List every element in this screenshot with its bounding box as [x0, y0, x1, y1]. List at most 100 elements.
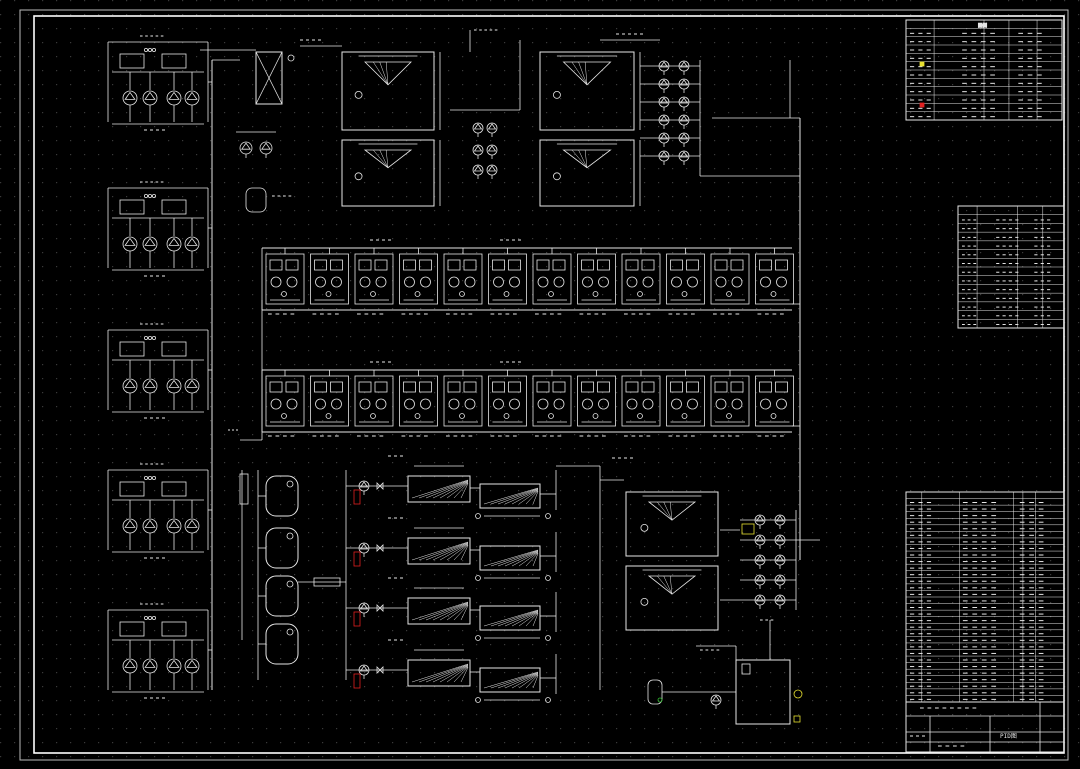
instrument-bubble [793, 689, 803, 699]
compressor [581, 259, 594, 271]
instrument-bubble [147, 193, 152, 198]
filter-element [490, 672, 539, 689]
pump-impeller [755, 595, 765, 602]
filter-element [518, 490, 539, 505]
filter-element [511, 673, 539, 689]
chiller-unit [621, 248, 661, 315]
pump [142, 658, 158, 677]
filter-element [411, 541, 469, 561]
filter-element [425, 664, 469, 683]
chiller-pump [331, 398, 342, 410]
chiller-unit [710, 248, 750, 315]
vessel-tag [286, 480, 294, 488]
instrument-bubble [143, 193, 148, 198]
tank-body [539, 51, 635, 131]
chiller-unit [577, 248, 616, 315]
pump [486, 122, 498, 137]
pump-impeller [186, 237, 198, 246]
chiller-pump [731, 276, 743, 288]
filter-element [532, 553, 539, 567]
instrument-bubble [503, 291, 510, 297]
chiller-unit [532, 370, 572, 437]
tank-tag [354, 91, 363, 99]
legend-swatch [919, 102, 925, 108]
chiller-pump [582, 398, 593, 410]
chiller-pump [553, 276, 565, 288]
filter-element [497, 488, 539, 505]
filter-element [432, 481, 469, 499]
chiller-pump [760, 398, 771, 410]
membrane-filter [407, 597, 471, 625]
strainer [161, 481, 187, 497]
instrument-bubble [503, 413, 510, 419]
pump-impeller [659, 115, 669, 122]
filter-element [511, 551, 539, 567]
instrument-bubble [370, 291, 376, 297]
equipment-table [957, 205, 1065, 329]
tank-hopper [647, 575, 697, 595]
compressor [419, 259, 432, 271]
filtration-section [239, 455, 820, 725]
compressor [285, 259, 299, 271]
pump [166, 378, 182, 397]
filter-element [453, 666, 469, 683]
tank-tag [640, 597, 649, 606]
vessel-tag [286, 628, 294, 636]
instrument-bubble [281, 413, 287, 419]
instrument-bubble [151, 335, 156, 340]
instrument-bubble [545, 513, 551, 519]
instrument-bubble [281, 291, 287, 297]
filter-element [518, 674, 539, 689]
compressor [463, 259, 477, 271]
pump-impeller [168, 519, 180, 528]
filter-train [346, 577, 557, 641]
filter-element [418, 664, 469, 683]
instrument-bubble [657, 697, 663, 703]
filter-element [490, 488, 539, 505]
pump [472, 122, 484, 137]
chiller-pump [493, 276, 504, 288]
pump-impeller [755, 575, 765, 582]
filter-element [532, 613, 539, 627]
filter-element [483, 487, 539, 505]
hopper-hatch [571, 149, 588, 168]
chiller-pump [687, 276, 698, 288]
instrument-bubble [548, 291, 554, 297]
hopper-hatch [379, 61, 389, 85]
instrument-bubble [459, 413, 465, 419]
compressor [447, 259, 461, 271]
compressor [625, 381, 639, 393]
hopper-hatch [385, 149, 389, 168]
pump-impeller [755, 515, 765, 522]
filter-element [497, 672, 539, 689]
chiller-pump [315, 398, 326, 410]
compressor [508, 381, 521, 393]
instrument-bubble [475, 513, 481, 519]
pump-impeller [186, 91, 198, 100]
membrane-filter [479, 605, 541, 631]
pump-impeller [359, 543, 369, 550]
filter-element [504, 489, 539, 505]
legend-table: 图例 [905, 19, 1063, 121]
membrane-filter [479, 545, 541, 571]
membrane-filter [479, 667, 541, 693]
chiller-pump [315, 276, 326, 288]
legend-title: 图例 [978, 22, 987, 29]
chiller-pump [642, 398, 654, 410]
pump [472, 164, 484, 179]
settling-tank [341, 51, 441, 131]
compressor [775, 381, 788, 393]
expansion-tank [245, 187, 267, 213]
pump-impeller [261, 142, 271, 150]
filter-element [511, 611, 539, 627]
pump [472, 144, 484, 159]
tank-hopper [364, 61, 412, 86]
compressor [730, 381, 744, 393]
hopper-hatch [578, 149, 588, 168]
instrument-bubble [592, 413, 599, 419]
instrument-bubble [545, 635, 551, 641]
filter-element [518, 552, 539, 567]
instrument-bubble [414, 413, 421, 419]
pump-impeller [359, 665, 369, 672]
compressor [403, 259, 416, 271]
